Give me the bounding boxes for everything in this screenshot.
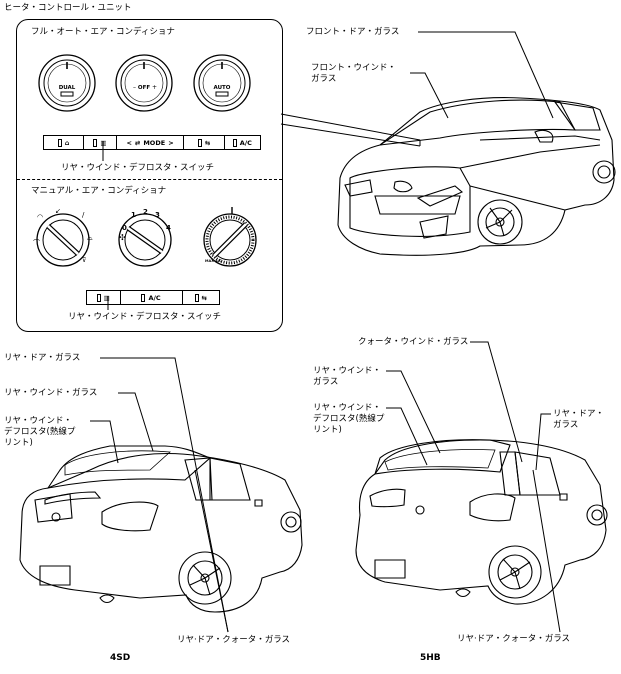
label-front-window-glass: フロント・ウインド・ ガラス bbox=[311, 63, 397, 84]
manual-ac-switch-bar: ▥ A/C ⇆ bbox=[86, 290, 220, 305]
model-label-sedan: 4SD bbox=[110, 653, 131, 663]
label-hb-rear-defroster: リヤ・ウインド・ デフロスタ(熱線プ リント) bbox=[313, 403, 385, 435]
indicator-icon bbox=[232, 138, 237, 147]
off-dial[interactable]: – + bbox=[115, 54, 173, 112]
leader-hb-rear-defroster bbox=[386, 407, 428, 466]
front-defroster-button[interactable]: ⌂ bbox=[44, 136, 83, 149]
fan-speed-dial[interactable]: ✣ bbox=[118, 213, 172, 267]
ac-label: A/C bbox=[148, 293, 161, 302]
indicator-icon bbox=[57, 138, 62, 147]
leader-sd-rear-defroster bbox=[90, 420, 119, 464]
svg-text:/: / bbox=[82, 211, 85, 219]
label-manual-ac: マニュアル・エア・コンディショナ bbox=[31, 186, 167, 196]
leader-front-window-glass bbox=[410, 72, 449, 119]
leader-hb-rear-window-glass bbox=[386, 370, 441, 454]
callout-line-top bbox=[280, 113, 421, 141]
label-sd-rear-defroster: リヤ・ウインド・ デフロスタ(熱線プ リント) bbox=[4, 416, 76, 448]
front-defroster-icon: ⌂ bbox=[64, 138, 70, 147]
label-rear-defroster-switch-manual: リヤ・ウインド・デフロスタ・スイッチ bbox=[68, 312, 222, 322]
label-sd-rear-door-glass: リヤ・ドア・ガラス bbox=[4, 353, 81, 363]
rear-defroster-button-manual[interactable]: ▥ bbox=[87, 291, 120, 304]
control-panel-box bbox=[16, 19, 283, 332]
svg-text:◠: ◠ bbox=[37, 213, 43, 221]
callout-line-bottom bbox=[280, 123, 421, 147]
fan-icon: ✣ bbox=[119, 233, 126, 242]
mode-label: MODE bbox=[143, 138, 166, 147]
airflow-icon: ⇄ bbox=[134, 138, 141, 147]
dual-dial-label: DUAL bbox=[59, 85, 76, 91]
svg-text:⌒: ⌒ bbox=[33, 239, 40, 247]
fan-speed-3: 3 bbox=[155, 211, 160, 219]
off-dial-label: OFF bbox=[138, 85, 150, 91]
leader-front-door-glass bbox=[418, 31, 554, 119]
leader-hb-rear-quarter-glass bbox=[532, 469, 561, 633]
fan-speed-4: 4 bbox=[166, 224, 171, 232]
label-rear-defroster-switch-auto: リヤ・ウインド・デフロスタ・スイッチ bbox=[61, 163, 215, 173]
leader-sd-rear-window-glass bbox=[118, 392, 154, 452]
hatchback-car-illustration bbox=[355, 439, 608, 605]
leader-sd-rear-door-glass bbox=[100, 357, 229, 633]
svg-text:↙: ↙ bbox=[55, 207, 61, 215]
recirculation-button[interactable]: ⇆ bbox=[183, 136, 223, 149]
label-sd-rear-quarter-glass: リヤ·ドア・クォータ・ガラス bbox=[177, 635, 291, 645]
ac-button[interactable]: A/C bbox=[223, 136, 260, 149]
temperature-dial[interactable] bbox=[203, 207, 257, 267]
label-heater-control-unit: ヒータ・コントロール・ユニット bbox=[4, 3, 132, 13]
auto-dial[interactable] bbox=[193, 54, 251, 112]
max-ac-label: MAX A/C bbox=[205, 259, 222, 263]
ac-button-manual[interactable]: A/C bbox=[119, 291, 182, 304]
mode-button[interactable]: <⇄MODE> bbox=[115, 136, 184, 149]
fan-speed-2: 2 bbox=[143, 208, 148, 216]
label-full-auto-ac: フル・オート・エア・コンディショナ bbox=[31, 27, 175, 37]
indicator-icon bbox=[96, 293, 101, 302]
indicator-icon bbox=[197, 138, 202, 147]
recirculation-icon: ⇆ bbox=[201, 293, 207, 302]
chevron-right-icon: > bbox=[168, 138, 174, 147]
rear-defroster-icon: ▥ bbox=[103, 293, 110, 302]
label-hb-rear-window-glass: リヤ・ウインド・ ガラス bbox=[313, 366, 382, 387]
panel-divider bbox=[17, 179, 282, 180]
mode-dial[interactable]: ◠ ↙ / ⌒ ⌓ ⊽ bbox=[33, 207, 93, 267]
front-car-illustration bbox=[337, 97, 616, 256]
svg-text:–: – bbox=[133, 84, 136, 91]
label-sd-rear-window-glass: リヤ・ウインド・ガラス bbox=[4, 388, 98, 398]
fan-speed-1: 1 bbox=[131, 211, 136, 219]
indicator-icon bbox=[93, 138, 98, 147]
svg-text:⊽: ⊽ bbox=[82, 257, 86, 264]
svg-text:+: + bbox=[152, 84, 157, 91]
sedan-car-illustration bbox=[19, 445, 303, 613]
leader-hb-quarter-window-glass bbox=[470, 341, 523, 463]
recirculation-icon: ⇆ bbox=[204, 138, 211, 147]
indicator-icon bbox=[141, 293, 146, 302]
label-front-door-glass: フロント・ドア・ガラス bbox=[306, 27, 400, 37]
label-hb-quarter-window-glass: クォータ・ウインド・ガラス bbox=[358, 337, 469, 347]
fan-speed-0: 0 bbox=[122, 224, 127, 232]
leader-sd-rear-quarter-glass bbox=[194, 469, 229, 633]
label-hb-rear-quarter-glass: リヤ·ドア・クォータ・ガラス bbox=[457, 634, 571, 644]
model-label-hatchback: 5HB bbox=[420, 653, 441, 663]
ac-label: A/C bbox=[239, 138, 252, 147]
label-hb-rear-door-glass: リヤ・ドア・ ガラス bbox=[553, 409, 605, 430]
svg-text:⌓: ⌓ bbox=[87, 234, 93, 242]
dual-dial[interactable] bbox=[38, 54, 96, 112]
leader-hb-rear-door-glass bbox=[535, 413, 551, 471]
indicator-icon bbox=[194, 293, 199, 302]
auto-dial-label: AUTO bbox=[214, 85, 231, 91]
chevron-left-icon: < bbox=[126, 138, 132, 147]
recirculation-button-manual[interactable]: ⇆ bbox=[181, 291, 219, 304]
